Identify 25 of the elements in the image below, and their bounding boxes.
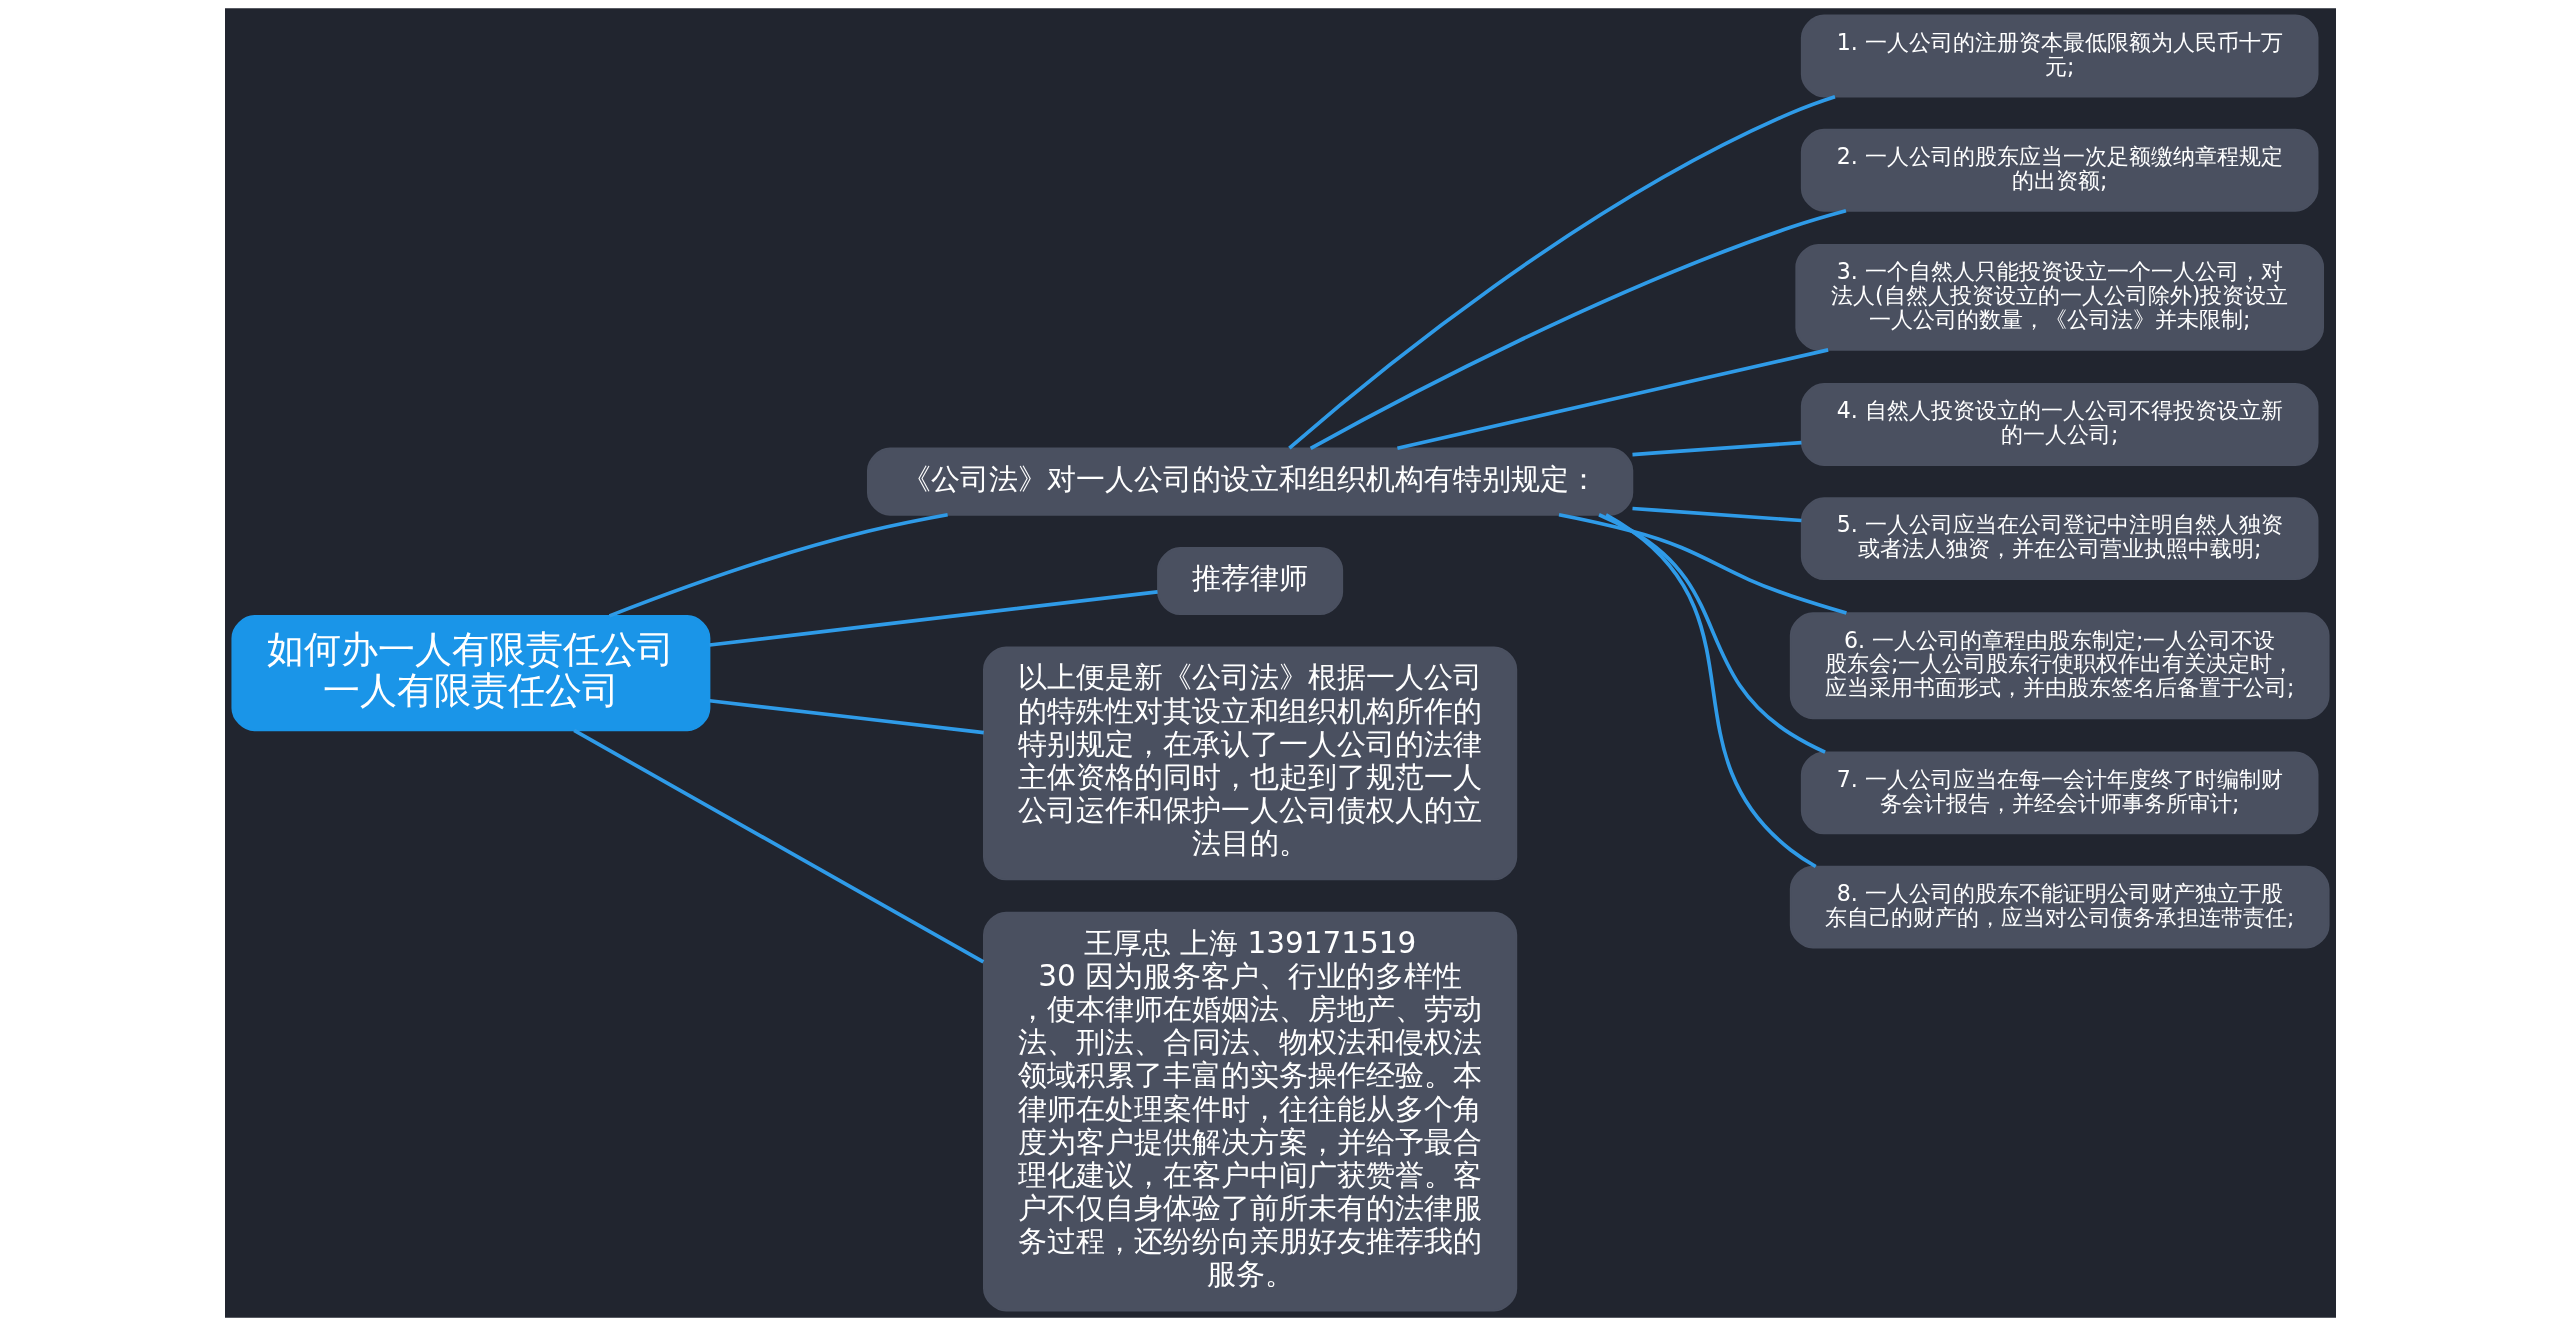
connector (608, 512, 948, 618)
node-box: 1. 一人公司的注册资本最低限额为人民币十万元; (1800, 14, 2318, 98)
node-box: 7. 一人公司应当在每一会计年度终了时编制财务会计报告，并经会计师事务所审计; (1800, 751, 2318, 835)
connector (1604, 513, 1817, 869)
node-box: 8. 一人公司的股东不能证明公司财产独立于股东自己的财产的，应当对公司债务承担连带责任; (1789, 865, 2330, 949)
node-box: 以上便是新《公司法》根据一人公司的特殊性对其设立和组织机构所作的特别规定，在承认了一人公司的法律主体资格的同时，也起到了规范一人公司运作和保护一人公司债权人的立法目的。 (982, 646, 1517, 881)
node-box: 如何办一人有限责任公司 一人有限责任公司 (230, 615, 710, 732)
connector (1558, 512, 1847, 615)
connector (1597, 513, 1826, 754)
node-box: 4. 自然人投资设立的一人公司不得投资设立新的一人公司; (1800, 383, 2318, 466)
connector (708, 589, 1158, 647)
connector (1631, 506, 1802, 523)
node-box: 3. 一个自然人只能投资设立一个一人公司，对法人(自然人投资设立的一人公司除外)投资设立一人公司的数量，《公司法》并未限制; (1794, 243, 2324, 351)
node-box: 6. 一人公司的章程由股东制定;一人公司不设股东会;一人公司股东行使职权作出有关决定时，应当采用书面形式，并由股东签名后备置于公司; (1789, 612, 2330, 720)
connector (1309, 209, 1846, 450)
node-box: 推荐律师 (1156, 546, 1343, 616)
node-box: 2. 一人公司的股东应当一次足额缴纳章程规定的出资额; (1800, 128, 2318, 212)
connector (572, 728, 984, 964)
connector (1396, 348, 1829, 451)
node-box: 王厚忠 上海 13917151930 因为服务客户、行业的多样性，使本律师在婚姻法、房地产、劳动法、刑法、合同法、物权法和侵权法领域积累了丰富的实务操作经验。本律师在处理案件时，往往能从多个角度为客户提供解决方案，并给予最合理化建议，在客户中间广获赞誉。客户不仅自身体验了前所未有的法律服务过程，还纷纷向亲朋好友推荐我的服务。 (982, 911, 1517, 1312)
connector (708, 698, 984, 735)
node-box: 《公司法》对一人公司的设立和组织机构有特别规定： (866, 447, 1633, 516)
connector (1631, 440, 1802, 457)
connector (1287, 95, 1836, 450)
node-box: 5. 一人公司应当在公司登记中注明自然人独资或者法人独资，并在公司营业执照中载明; (1800, 497, 2318, 581)
